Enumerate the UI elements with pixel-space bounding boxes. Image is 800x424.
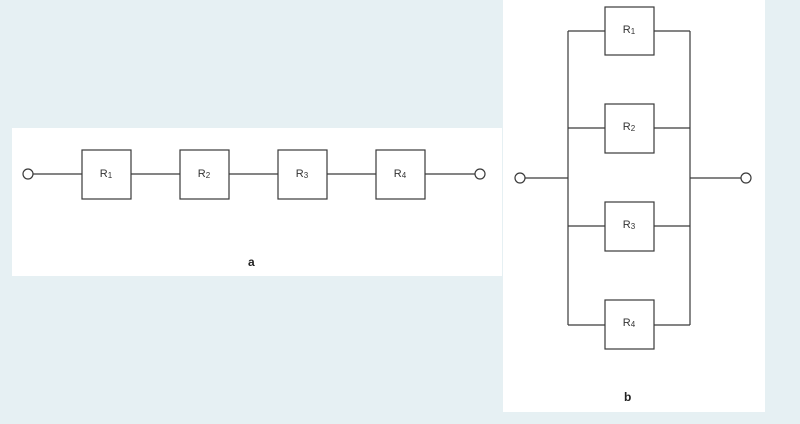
parallel-resistor-r2: R2: [604, 103, 655, 154]
parallel-resistor-r4: R4: [604, 299, 655, 350]
parallel-resistor-r3: R3: [604, 201, 655, 252]
series-resistor-label: R2: [198, 168, 211, 180]
parallel-circuit: R1 R2 R3 R4: [514, 6, 752, 350]
series-circuit: R1 R2 R3 R4: [22, 149, 486, 200]
parallel-output-terminal: [740, 172, 752, 184]
series-circuit-caption: a: [248, 255, 255, 269]
series-resistor-label: R3: [296, 168, 309, 180]
series-resistor-r4: R4: [375, 149, 426, 200]
parallel-circuit-caption: b: [624, 390, 632, 404]
series-input-terminal: [22, 168, 34, 180]
parallel-resistor-label: R2: [623, 121, 636, 133]
parallel-resistor-r1: R1: [604, 6, 655, 56]
series-resistor-r3: R3: [277, 149, 328, 200]
series-resistor-label: R1: [100, 168, 113, 180]
parallel-resistor-label: R3: [623, 219, 636, 231]
series-resistor-label: R4: [394, 168, 407, 180]
series-output-terminal: [474, 168, 486, 180]
series-resistor-r1: R1: [81, 149, 132, 200]
parallel-resistor-label: R4: [623, 317, 636, 329]
parallel-input-terminal: [514, 172, 526, 184]
series-resistor-r2: R2: [179, 149, 230, 200]
parallel-resistor-label: R1: [623, 24, 636, 36]
